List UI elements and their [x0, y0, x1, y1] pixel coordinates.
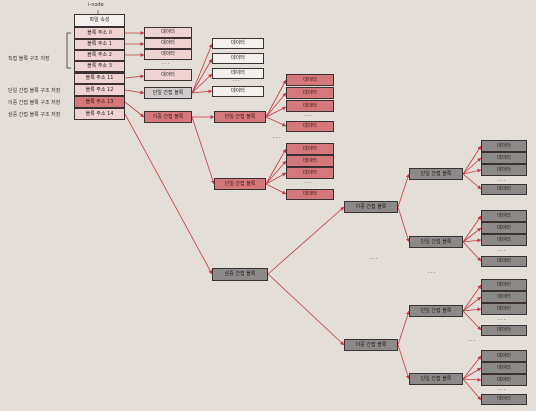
index-block-13: 블록 주소 13 — [74, 96, 125, 108]
triple-indirect-block: 삼중 간접 블록 — [212, 268, 268, 281]
data-block: 데이터 — [212, 68, 264, 79]
index-block-3: 블록 주소 3 — [74, 61, 125, 72]
data-block: 데이터 — [481, 184, 527, 195]
single-label: 단일 간접 블록 구조 저장 — [8, 88, 61, 94]
data-block: 데이터 — [286, 100, 334, 112]
inode-label: i-node — [88, 2, 104, 8]
data-block: 데이터 — [144, 27, 192, 38]
data-block: 데이터 — [481, 279, 527, 291]
direct-brace — [66, 32, 71, 69]
double-indirect-block: 이중 간접 블록 — [344, 201, 398, 213]
data-block: 데이터 — [286, 74, 334, 86]
data-block: 데이터 — [286, 143, 334, 155]
data-block: 데이터 — [481, 374, 527, 386]
data-block: 데이터 — [481, 325, 527, 336]
data-block: 데이터 — [144, 38, 192, 49]
index-block-1: 블록 주소 1 — [74, 39, 125, 50]
ellipsis: ... — [232, 76, 241, 83]
data-block: 데이터 — [481, 210, 527, 222]
ellipsis: ... — [498, 176, 507, 183]
ellipsis: ... — [498, 385, 507, 392]
direct-label: 직접 블록 구조 저장 — [8, 56, 50, 62]
single-indirect-block: 단일 간접 블록 — [214, 111, 266, 123]
data-block: 데이터 — [481, 234, 527, 246]
ellipsis: ... — [273, 133, 282, 140]
double-label: 이중 간접 블록 구조 저장 — [8, 100, 61, 106]
data-block: 데이터 — [481, 164, 527, 176]
ellipsis: ... — [162, 59, 171, 66]
data-block: 데이터 — [212, 53, 264, 64]
index-block-0: 블록 주소 0 — [74, 27, 125, 39]
data-block: 데이터 — [481, 303, 527, 315]
triple-label: 삼중 간접 블록 구조 저장 — [8, 112, 61, 118]
data-block: 데이터 — [481, 291, 527, 303]
data-block: 데이터 — [481, 140, 527, 152]
data-block: 데이터 — [286, 167, 334, 179]
file-attribute-box: 파일 속성 — [74, 14, 125, 27]
ellipsis: ... — [304, 111, 313, 118]
index-block-14: 블록 주소 14 — [74, 108, 125, 120]
data-block: 데이터 — [212, 38, 264, 49]
data-block: 데이터 — [286, 87, 334, 99]
data-block: 데이터 — [481, 362, 527, 374]
ellipsis: ... — [498, 315, 507, 322]
data-block: 데이터 — [481, 256, 527, 267]
data-block: 데이터 — [144, 69, 192, 81]
index-block-12: 블록 주소 12 — [74, 84, 125, 96]
data-block: 데이터 — [481, 350, 527, 362]
ellipsis: ... — [428, 268, 437, 275]
ellipsis: ... — [370, 254, 379, 261]
single-indirect-block: 단일 간접 블록 — [144, 87, 192, 99]
data-block: 데이터 — [481, 222, 527, 234]
index-block-2: 블록 주소 2 — [74, 50, 125, 61]
single-indirect-block: 단일 간접 블록 — [409, 236, 463, 248]
index-gap — [74, 72, 125, 73]
index-block-11: 블록 주소 11 — [74, 73, 125, 84]
single-indirect-block: 단일 간접 블록 — [409, 373, 463, 385]
single-indirect-block: 단일 간접 블록 — [214, 178, 266, 190]
double-indirect-block: 이중 간접 블록 — [144, 111, 192, 123]
double-indirect-block: 이중 간접 블록 — [344, 339, 398, 351]
data-block: 데이터 — [481, 152, 527, 164]
data-block: 데이터 — [286, 121, 334, 132]
data-block: 데이터 — [286, 155, 334, 167]
ellipsis: ... — [468, 336, 477, 343]
data-block: 데이터 — [286, 189, 334, 200]
data-block: 데이터 — [144, 49, 192, 60]
single-indirect-block: 단일 간접 블록 — [409, 168, 463, 180]
ellipsis: ... — [498, 246, 507, 253]
data-block: 데이터 — [212, 86, 264, 97]
data-block: 데이터 — [481, 394, 527, 405]
single-indirect-block: 단일 간접 블록 — [409, 305, 463, 317]
ellipsis: ... — [304, 178, 313, 185]
